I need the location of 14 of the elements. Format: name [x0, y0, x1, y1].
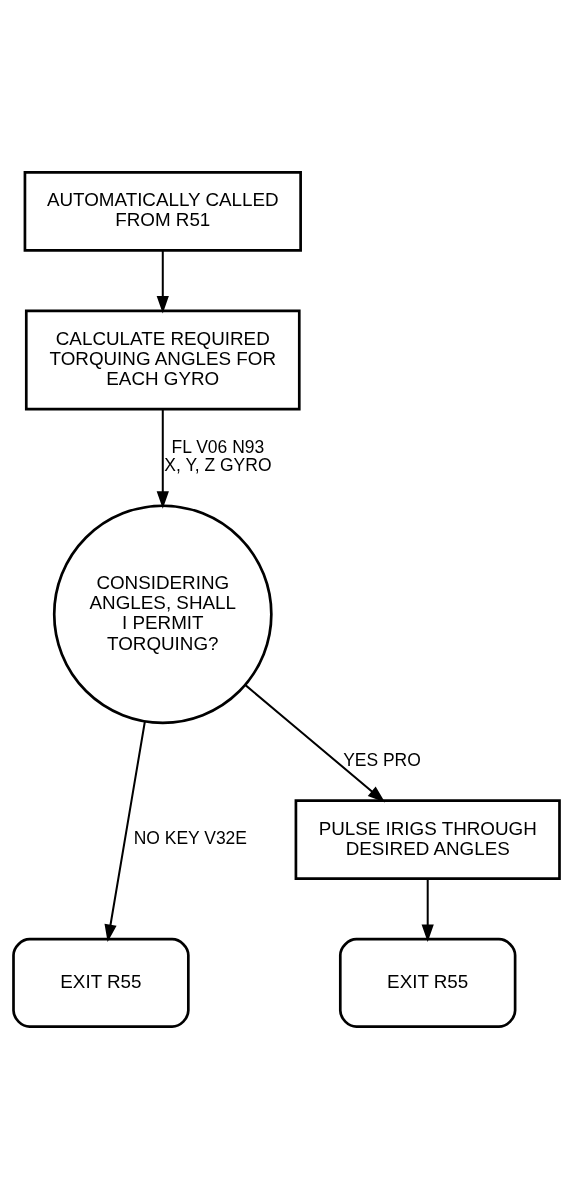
- node-box: EXIT R55: [338, 937, 517, 1028]
- edge-label: YES PRO: [343, 750, 421, 771]
- node-box: PULSE IRIGS THROUGH DESIRED ANGLES: [294, 799, 561, 881]
- arrow: [156, 409, 169, 509]
- node-box: AUTOMATICALLY CALLED FROM R51: [23, 171, 302, 252]
- edge-label: FL V06 N93 X, Y, Z GYRO: [164, 436, 272, 476]
- node-circle: CONSIDERING ANGLES, SHALL I PERMIT TORQUING?: [52, 504, 273, 725]
- node-box: CALCULATE REQUIRED TORQUING ANGLES FOR EACH GYRO: [24, 309, 301, 411]
- node-box: EXIT R55: [12, 937, 190, 1028]
- edge-label: NO KEY V32E: [133, 828, 247, 849]
- arrow: [421, 878, 434, 942]
- arrow: [156, 250, 169, 314]
- arrow: [104, 721, 146, 942]
- arrow: [244, 684, 386, 803]
